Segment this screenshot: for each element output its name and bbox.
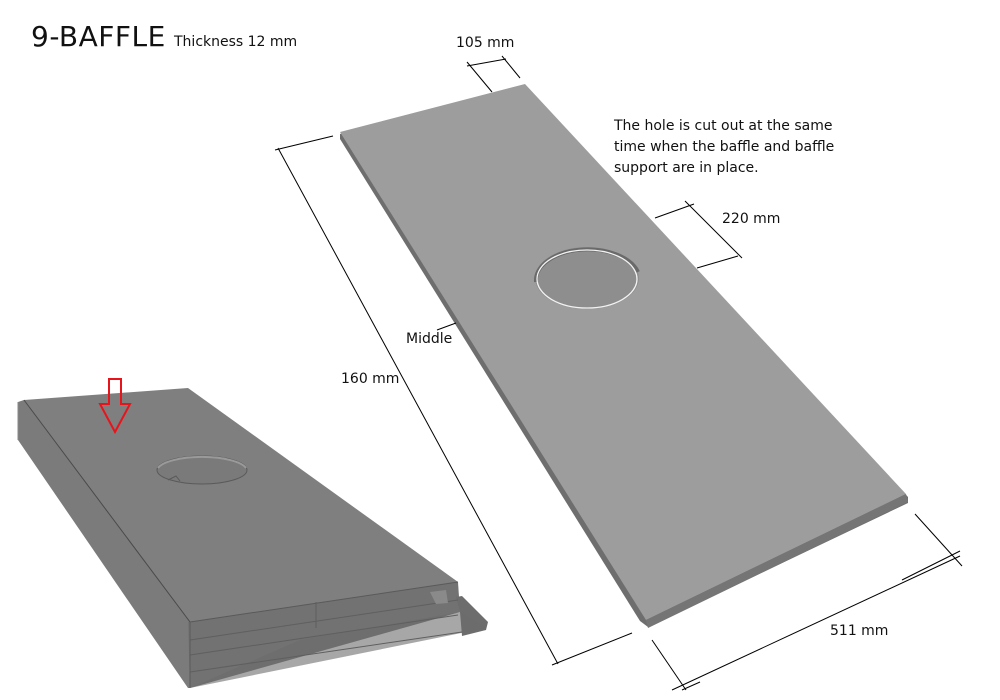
diagram-title: 9-BAFFLE <box>31 20 166 53</box>
middle-label: Middle <box>406 331 453 347</box>
dimension-160mm: 160 mm <box>341 371 400 387</box>
hole-note-line-2: time when the baffle and baffle <box>614 139 835 155</box>
hole-note: The hole is cut out at the same time whe… <box>614 116 854 179</box>
dimension-511mm: 511 mm <box>830 623 889 639</box>
hole-note-line-1: The hole is cut out at the same <box>614 118 833 134</box>
baffle-board <box>340 84 908 628</box>
baffle-assembly <box>17 388 488 688</box>
hole-note-line-3: support are in place. <box>614 160 759 176</box>
down-arrow-icon <box>98 378 132 435</box>
thickness-label: Thickness 12 mm <box>174 34 298 50</box>
dimension-105mm: 105 mm <box>456 35 515 51</box>
dimension-lines <box>274 55 963 691</box>
dimension-220mm: 220 mm <box>722 211 781 227</box>
baffle-hole <box>533 247 640 309</box>
